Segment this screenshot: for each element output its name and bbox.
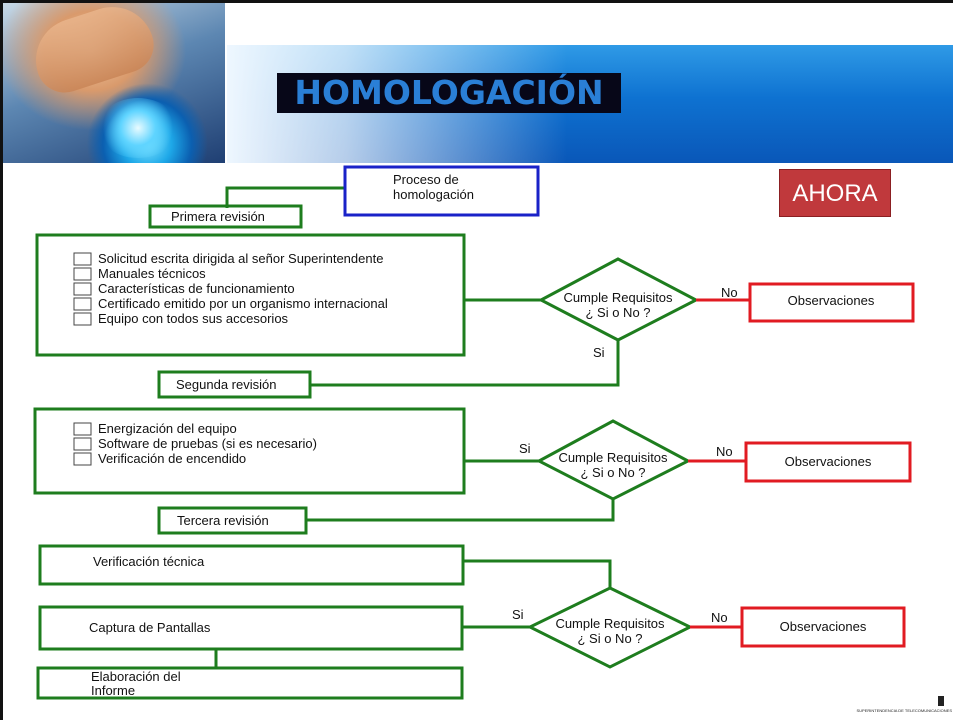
checklist-item: Características de funcionamiento bbox=[98, 281, 295, 296]
connector-decision2-to-stage3 bbox=[306, 499, 615, 522]
decision-label: Cumple Requisitos bbox=[558, 450, 668, 465]
slide-border-top bbox=[0, 0, 953, 3]
checkbox-icon bbox=[73, 312, 92, 326]
checkbox-icon bbox=[73, 437, 92, 451]
checklist-item: Software de pruebas (si es necesario) bbox=[98, 436, 317, 451]
checkbox-icon bbox=[73, 282, 92, 296]
observations-box-1 bbox=[748, 282, 915, 323]
checklist-2-box bbox=[33, 407, 466, 495]
checklist-item: Solicitud escrita dirigida al señor Supe… bbox=[98, 251, 383, 266]
observations-label: Observaciones bbox=[785, 454, 872, 469]
step-verification-label: Verificación técnica bbox=[93, 554, 205, 569]
start-box bbox=[343, 165, 540, 217]
decision-label: ¿ Si o No ? bbox=[585, 305, 650, 320]
checklist-item: Certificado emitido por un organismo int… bbox=[98, 296, 388, 311]
decision-diamond-1 bbox=[537, 257, 700, 342]
observations-label: Observaciones bbox=[780, 619, 867, 634]
logo-text: SUPERINTENDENCIA DE TELECOMUNICACIONES bbox=[856, 708, 953, 713]
hand-globe-photo bbox=[3, 0, 225, 163]
checkbox-icon bbox=[73, 267, 92, 281]
checkbox-icon bbox=[73, 252, 92, 266]
stage3-label: Tercera revisión bbox=[177, 513, 269, 528]
yes-label: Si bbox=[519, 441, 531, 456]
stage2-label: Segunda revisión bbox=[176, 377, 276, 392]
institution-logo: SUPERINTENDENCIA DE TELECOMUNICACIONES bbox=[852, 696, 952, 718]
observations-label: Observaciones bbox=[788, 293, 875, 308]
start-label: Proceso de bbox=[393, 172, 459, 187]
slide-border-left bbox=[0, 0, 3, 720]
decision-label: ¿ Si o No ? bbox=[580, 465, 645, 480]
ahora-badge: AHORA bbox=[779, 169, 891, 217]
checklist-item: Manuales técnicos bbox=[98, 266, 206, 281]
step-screenshots-label: Captura de Pantallas bbox=[89, 620, 211, 635]
no-label: No bbox=[721, 285, 738, 300]
final-report-label: Elaboración del bbox=[91, 669, 181, 684]
stage1-label: Primera revisión bbox=[171, 209, 265, 224]
checklist-1-box bbox=[35, 233, 466, 357]
checkbox-icon bbox=[73, 297, 92, 311]
checkbox-icon bbox=[73, 452, 92, 466]
step-screenshots-box bbox=[38, 605, 464, 651]
decision-diamond-3 bbox=[526, 586, 694, 669]
no-label: No bbox=[716, 444, 733, 459]
connector-start-to-stage1 bbox=[225, 186, 345, 208]
decision-label: ¿ Si o No ? bbox=[577, 631, 642, 646]
globe-glow bbox=[98, 98, 178, 158]
start-label: homologación bbox=[393, 187, 474, 202]
yes-label: Si bbox=[512, 607, 524, 622]
decision-label: Cumple Requisitos bbox=[563, 290, 673, 305]
stage2-label-box bbox=[157, 370, 312, 399]
logo-mark-icon bbox=[938, 696, 944, 706]
observations-box-2 bbox=[744, 441, 912, 483]
no-label: No bbox=[711, 610, 728, 625]
decision-label: Cumple Requisitos bbox=[555, 616, 665, 631]
final-report-box bbox=[36, 666, 464, 700]
checklist-item: Equipo con todos sus accesorios bbox=[98, 311, 289, 326]
stage3-label-box bbox=[157, 506, 308, 535]
connector-decision1-to-stage2 bbox=[310, 340, 620, 387]
decision-diamond-2 bbox=[535, 419, 692, 501]
slide-title: HOMOLOGACIÓN bbox=[277, 73, 621, 113]
checklist-item: Verificación de encendido bbox=[98, 451, 246, 466]
step-verification-box bbox=[38, 544, 465, 586]
stage1-label-box bbox=[148, 204, 303, 229]
final-report-label: Informe bbox=[91, 683, 135, 698]
checklist-item: Energización del equipo bbox=[98, 421, 237, 436]
observations-box-3 bbox=[740, 606, 906, 648]
checkbox-icon bbox=[73, 422, 92, 436]
yes-label: Si bbox=[593, 345, 605, 360]
connector-step1-to-decision3 bbox=[463, 559, 612, 588]
